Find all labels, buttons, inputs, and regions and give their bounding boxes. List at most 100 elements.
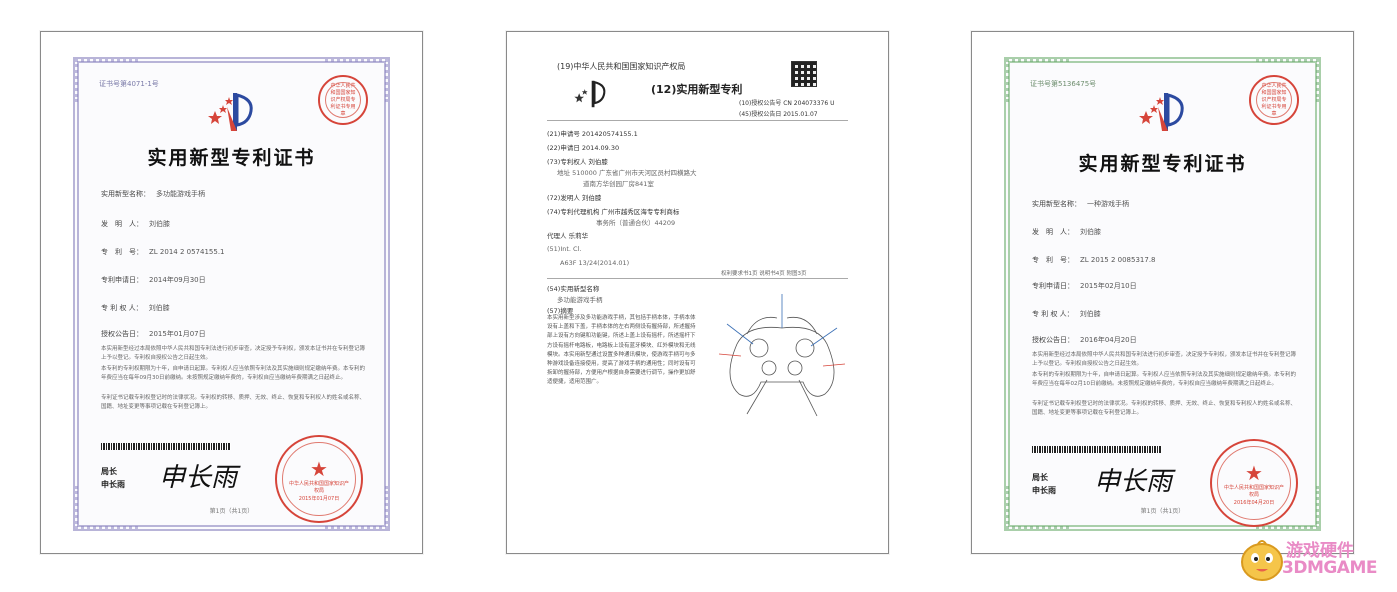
field-value: 2014年09月30日 <box>149 276 206 284</box>
doc-field: (73)专利权人 刘伯膝 <box>547 158 608 166</box>
top-seal: 中华人民共和国国家知识产权局专利证书专用章 <box>318 75 368 125</box>
top-seal: 中华人民共和国国家知识产权局专利证书专用章 <box>1249 75 1299 125</box>
doc-field: 事务所（普通合伙）44209 <box>557 219 676 227</box>
certificate-paragraph: 专利证书记载专利权登记时的法律状况。专利权的转移、质押、无效、终止、恢复和专利权… <box>101 395 366 410</box>
director-name: 申长雨 <box>101 480 125 489</box>
border-ornament <box>75 59 138 102</box>
barcode <box>1032 446 1162 453</box>
certificate-number: 证书号第4071-1号 <box>99 80 159 88</box>
field-label: 实用新型名称： <box>1032 200 1081 208</box>
field-value: 刘伯膝 <box>148 304 170 312</box>
field-patentee: 专 利 权 人： 刘伯膝 <box>101 303 170 313</box>
divider <box>547 120 848 121</box>
field-label: 授权公告日： <box>1032 336 1074 344</box>
certificate-paragraph: 专利证书记载专利权登记时的法律状况。专利权的转移、质押、无效、终止、恢复和专利权… <box>1032 401 1297 416</box>
field-value: 一种游戏手柄 <box>1087 200 1129 208</box>
field-label: 授权公告日： <box>101 330 143 338</box>
right-certificate: 证书号第5136475号 中华人民共和国国家知识产权局专利证书专用章 实用新型专… <box>1004 57 1321 531</box>
director-signature: 申长雨 <box>159 463 238 493</box>
field-value: 多功能游戏手柄 <box>156 190 205 198</box>
field-application-date: 专利申请日： 2015年02月10日 <box>1032 281 1137 291</box>
watermark-en: 3DMGAME <box>1282 558 1378 578</box>
director-title: 局长 <box>101 467 117 476</box>
director-block: 局长 申长雨 <box>101 465 125 491</box>
field-utility-name: 实用新型名称： 一种游戏手柄 <box>1032 199 1129 209</box>
abstract-text: 本实用新型涉及多功能游戏手柄，其包括手柄本体，手柄本体设有上盖和下盖，手柄本体的… <box>547 315 696 386</box>
left-certificate: 证书号第4071-1号 中华人民共和国国家知识产权局专利证书专用章 实用新型专利… <box>73 57 390 531</box>
field-patent-number: 专 利 号： ZL 2014 2 0574155.1 <box>101 247 225 257</box>
patent-document-frame: (19)中华人民共和国国家知识产权局 (12)实用新型专利 (10)授权公告号 … <box>506 31 889 554</box>
right-certificate-frame: 证书号第5136475号 中华人民共和国国家知识产权局专利证书专用章 实用新型专… <box>971 31 1354 554</box>
field-label: 专 利 号： <box>1032 256 1074 264</box>
page-indicator: 第1页（共1页） <box>1140 508 1185 515</box>
doc-kind: (12)实用新型专利 <box>651 83 743 96</box>
mascot-icon <box>1241 540 1283 581</box>
field-label: 发 明 人： <box>101 220 143 228</box>
watermark-cn: 游戏硬件 <box>1286 541 1354 561</box>
field-inventor: 发 明 人： 刘伯膝 <box>1032 227 1101 237</box>
seal-ring <box>1217 446 1291 520</box>
doc-field: (21)申请号 201420574155.1 <box>547 130 638 138</box>
field-label: 发 明 人： <box>1032 228 1074 236</box>
official-seal: ★ 中华人民共和国国家知识产权局 2015年01月07日 <box>275 435 363 523</box>
qr-code-icon <box>791 61 817 87</box>
patent-office-logo-icon <box>574 80 606 108</box>
utility-name-label: (54)实用新型名称 <box>547 285 600 293</box>
field-grant-date: 授权公告日： 2015年01月07日 <box>101 329 206 339</box>
barcode <box>101 443 231 450</box>
border-ornament <box>1256 486 1319 529</box>
field-value: 刘伯膝 <box>1079 310 1101 318</box>
field-value: 刘伯膝 <box>1080 228 1101 236</box>
field-value: ZL 2014 2 0574155.1 <box>149 248 225 256</box>
field-value: 刘伯膝 <box>149 220 170 228</box>
seal-ring <box>282 442 356 516</box>
site-watermark: 游戏硬件 3DMGAME <box>1238 532 1388 588</box>
doc-field: (72)发明人 刘伯膝 <box>547 194 602 202</box>
doc-field: (22)申请日 2014.09.30 <box>547 144 620 152</box>
patent-office-logo-icon <box>207 93 253 131</box>
patent-office-logo-icon <box>1138 93 1184 131</box>
doc-field: 道南方华创园厂房841室 <box>557 180 654 188</box>
utility-name-value: 多功能游戏手柄 <box>557 296 603 304</box>
publication-date: (45)授权公告日 2015.01.07 <box>739 111 818 118</box>
border-ornament <box>1006 486 1069 529</box>
doc-field: A63F 13/24(2014.01) <box>547 259 630 267</box>
certificate-paragraph: 本实用新型经过本局依照中华人民共和国专利法进行初步审查，决定授予专利权，颁发本证… <box>1032 352 1297 367</box>
field-inventor: 发 明 人： 刘伯膝 <box>101 219 170 229</box>
page-indicator: 第1页（共1页） <box>209 508 254 515</box>
certificate-paragraph: 本专利的专利权期限为十年，自申请日起算。专利权人应当依照专利法及其实施细则规定缴… <box>101 366 366 381</box>
field-utility-name: 实用新型名称： 多功能游戏手柄 <box>101 189 205 199</box>
field-patentee: 专 利 权 人：刘伯膝 <box>1032 309 1101 319</box>
seal-ring <box>325 82 361 118</box>
abstract-label: (57)摘要 <box>547 307 574 315</box>
publication-number: (10)授权公告号 CN 204073376 U <box>739 100 835 107</box>
director-block: 局长 申长雨 <box>1032 471 1056 497</box>
director-title: 局长 <box>1032 473 1048 482</box>
field-value: 2015年02月10日 <box>1080 282 1137 290</box>
divider <box>547 278 848 279</box>
seal-ring <box>1256 82 1292 118</box>
border-ornament <box>1006 59 1069 102</box>
border-ornament <box>75 486 138 529</box>
field-label: 专 利 权 人： <box>101 304 143 312</box>
border-ornament <box>325 486 388 529</box>
field-application-date: 专利申请日：2014年09月30日 <box>101 275 206 285</box>
doc-header: (19)中华人民共和国国家知识产权局 <box>557 62 686 71</box>
field-grant-date: 授权公告日： 2016年04月20日 <box>1032 335 1137 345</box>
doc-field: (51)Int. Cl. <box>547 245 582 253</box>
field-value: ZL 2015 2 0085317.8 <box>1080 256 1156 264</box>
field-value: 2016年04月20日 <box>1080 336 1137 344</box>
field-label: 专 利 号： <box>101 248 143 256</box>
certificate-title: 实用新型专利证书 <box>1078 153 1247 175</box>
field-label: 专利申请日： <box>1032 282 1074 290</box>
border-ornament <box>325 59 388 102</box>
doc-field: 代理人 乐莉华 <box>547 232 589 240</box>
field-label: 实用新型名称： <box>101 190 150 198</box>
field-value: 2015年01月07日 <box>149 330 206 338</box>
field-patent-number: 专 利 号： ZL 2015 2 0085317.8 <box>1032 255 1156 265</box>
director-name: 申长雨 <box>1032 486 1056 495</box>
doc-field: 地址 510000 广东省广州市天河区员村四横路大 <box>557 169 697 177</box>
left-certificate-frame: 证书号第4071-1号 中华人民共和国国家知识产权局专利证书专用章 实用新型专利… <box>40 31 423 554</box>
director-signature: 申长雨 <box>1094 467 1173 497</box>
certificate-paragraph: 本实用新型经过本局依照中华人民共和国专利法进行初步审查，决定授予专利权，颁发本证… <box>101 346 366 361</box>
